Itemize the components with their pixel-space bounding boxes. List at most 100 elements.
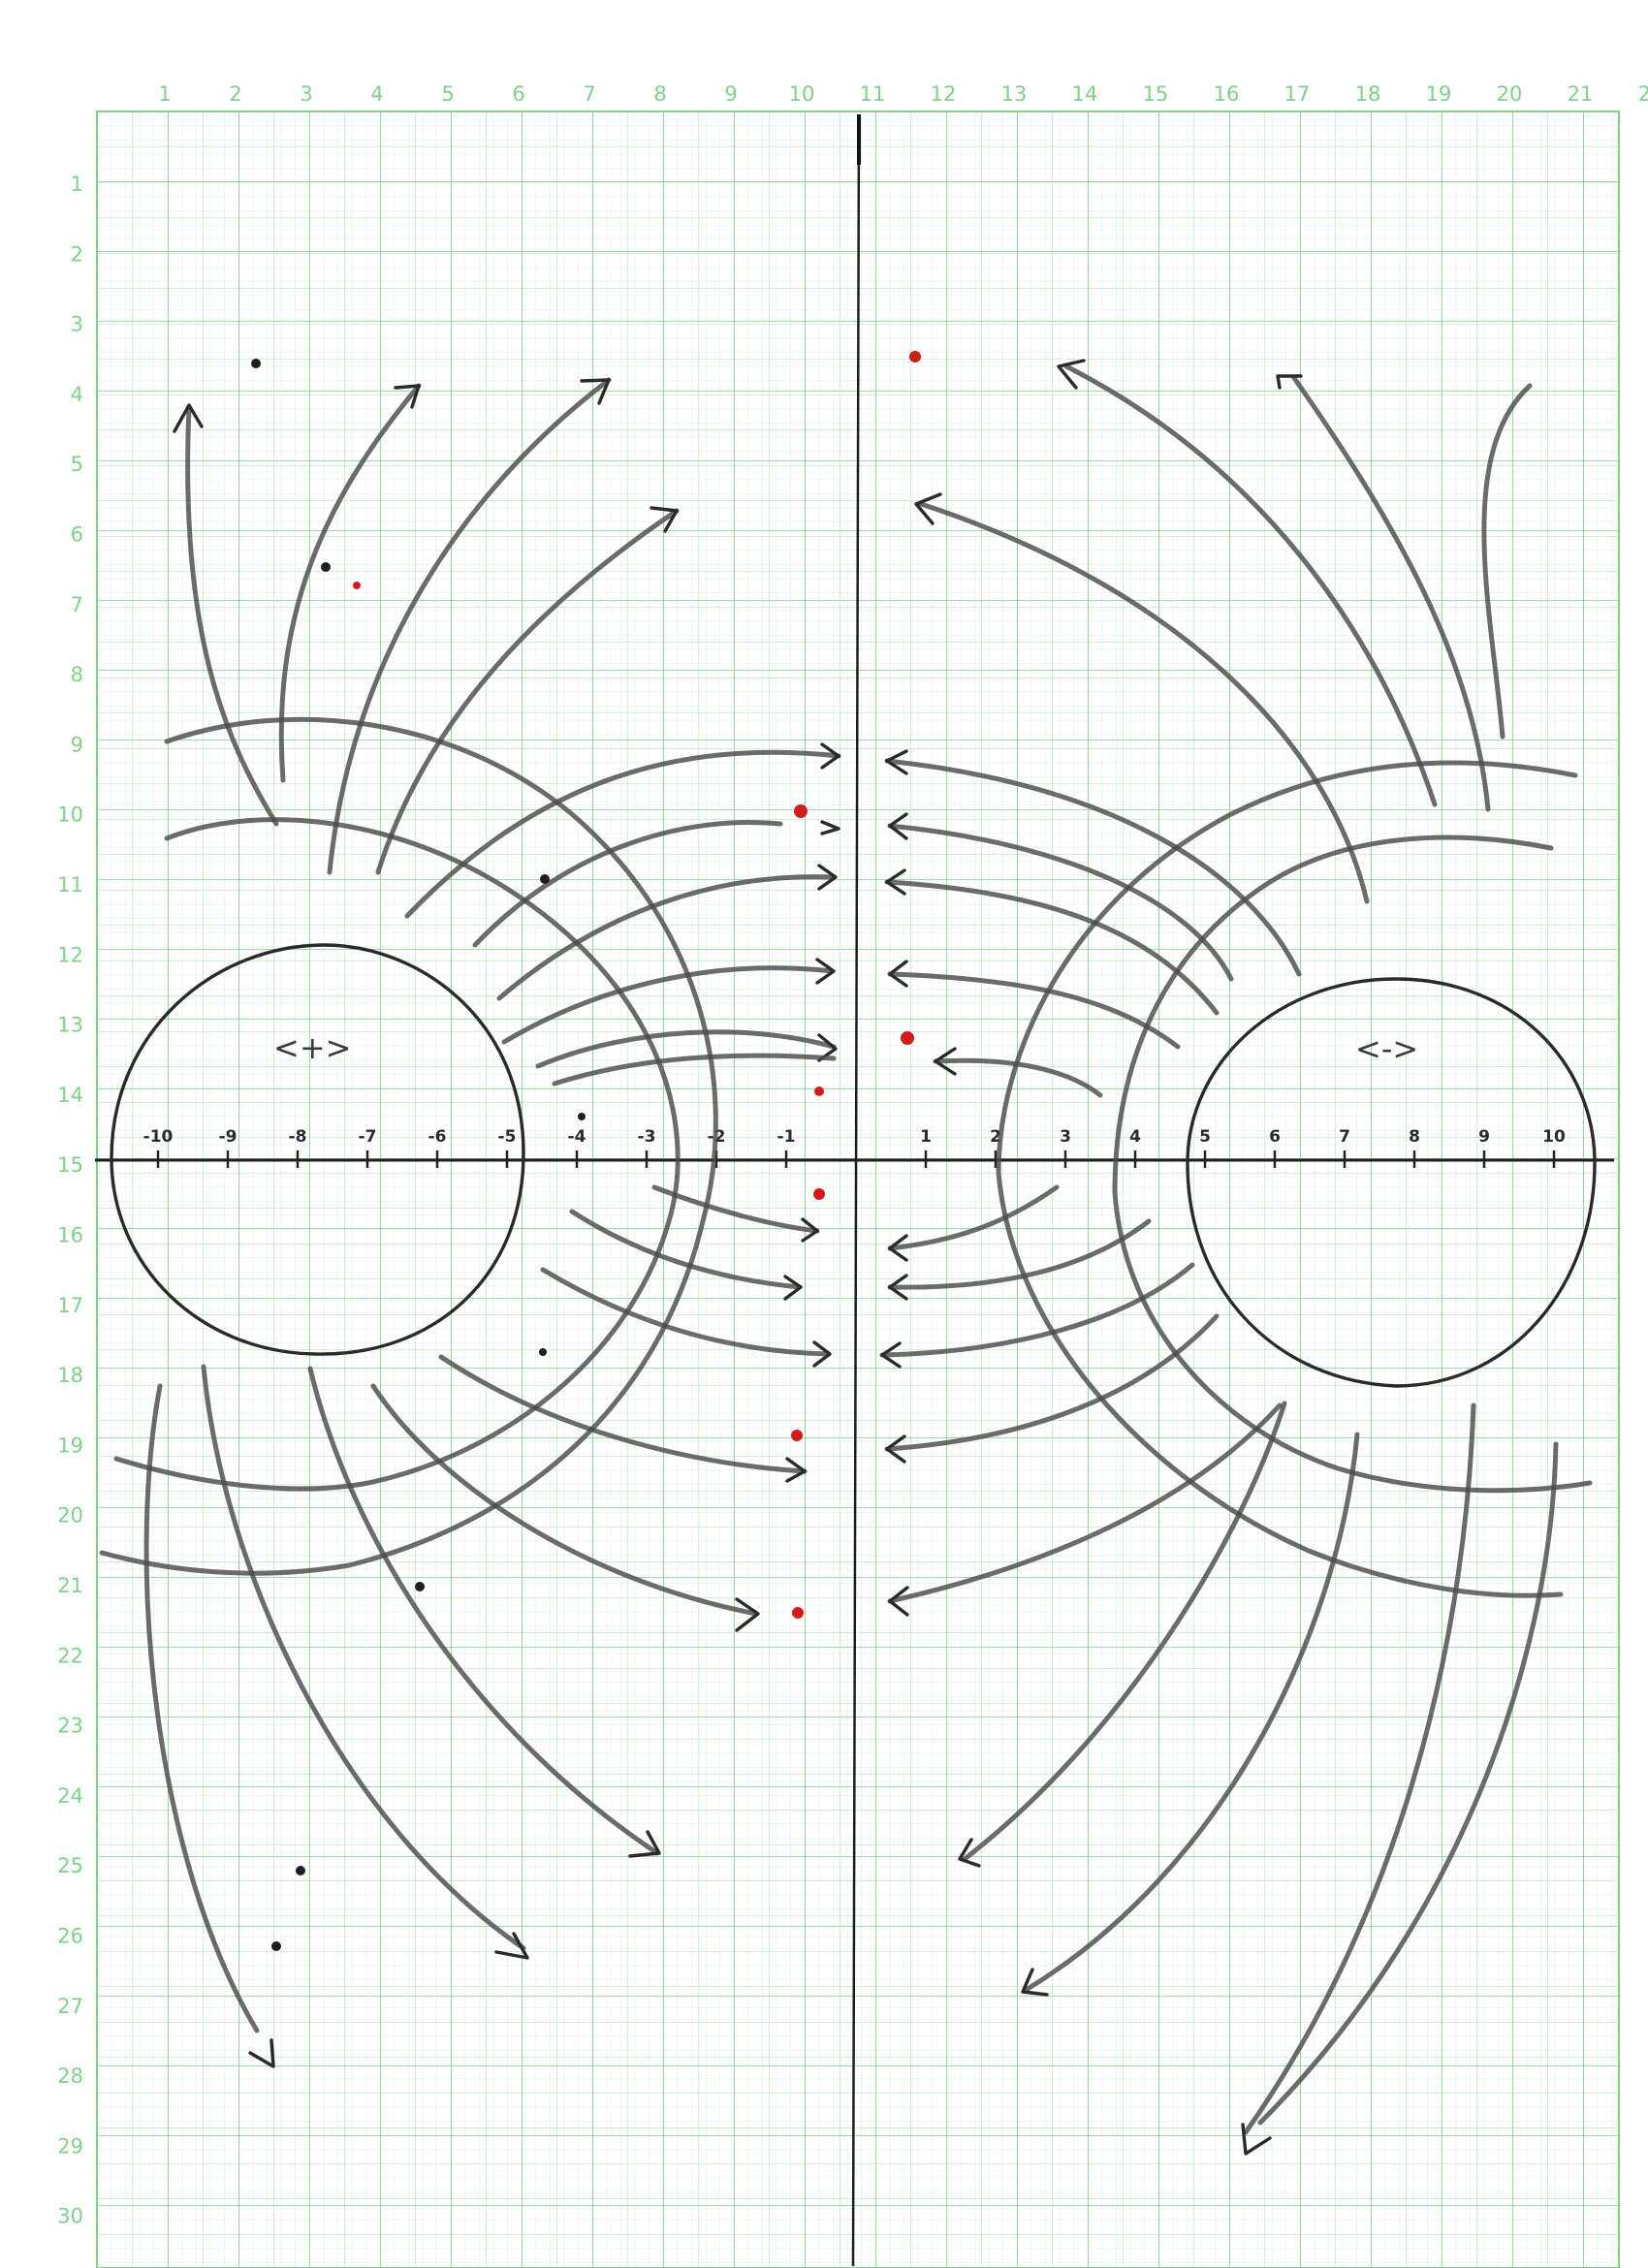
left-ruler-number: 22 [57, 1644, 83, 1667]
black-dot [296, 1866, 305, 1875]
field-line [569, 1209, 803, 1290]
field-line [540, 1267, 832, 1357]
top-ruler-number: 20 [1497, 82, 1523, 106]
field-line [888, 812, 908, 840]
field-line [375, 508, 680, 875]
red-dot [353, 582, 361, 589]
left-ruler-number: 10 [57, 803, 83, 827]
axis-tick-label: 4 [1129, 1127, 1141, 1147]
field-line [783, 1275, 803, 1301]
axis-tick-label: 2 [990, 1127, 1001, 1147]
field-line [887, 971, 1181, 1050]
field-line [1241, 2123, 1272, 2156]
field-line [887, 1402, 1283, 1604]
left-ruler-number: 9 [71, 733, 83, 756]
axis-tick-label: -4 [568, 1127, 586, 1147]
top-ruler-number: 15 [1143, 82, 1169, 106]
left-ruler-number: 13 [57, 1014, 83, 1037]
field-line [552, 1053, 837, 1087]
field-line [1025, 1432, 1360, 1992]
axis-tick-label: -1 [777, 1127, 796, 1147]
field-line [918, 501, 1370, 904]
left-ruler-number: 26 [57, 1925, 83, 1948]
pencil-dots [251, 359, 586, 1951]
left-ruler-number: 24 [57, 1784, 83, 1808]
field-line [884, 1313, 1220, 1452]
field-line [887, 1218, 1152, 1290]
coordinate-axes [95, 113, 1614, 2267]
axis-tick-label: 7 [1339, 1127, 1350, 1147]
left-ruler-number: 7 [71, 593, 83, 616]
field-line [785, 1457, 807, 1483]
field-line [1243, 1402, 1476, 2135]
left-ruler-number: 18 [57, 1364, 83, 1387]
field-line [879, 1262, 1195, 1358]
equipotential-lines-negative [996, 760, 1593, 1598]
field-line [278, 383, 422, 783]
axis-tick-label: -7 [359, 1127, 377, 1147]
field-line [888, 960, 908, 988]
field-line [650, 506, 679, 533]
field-line [370, 1383, 759, 1617]
left-ruler-number: 12 [57, 943, 83, 966]
field-line [1057, 359, 1086, 390]
top-ruler-number: 18 [1355, 82, 1381, 106]
field-line [143, 1383, 260, 2033]
field-line [1021, 1968, 1049, 1997]
field-line [327, 377, 612, 875]
left-ruler-number: 30 [57, 2205, 83, 2228]
field-line [884, 879, 1220, 1016]
field-line [885, 868, 906, 896]
axis-tick-label: -5 [498, 1127, 517, 1147]
axis-tick-label: 10 [1542, 1127, 1566, 1147]
positive-charge: <+> [110, 943, 525, 1356]
axis-tick-label: 6 [1269, 1127, 1281, 1147]
red-dots [353, 351, 921, 1619]
field-line [812, 1340, 832, 1368]
field-line [628, 1830, 661, 1858]
left-ruler-number: 28 [57, 2064, 83, 2088]
top-ruler-number: 14 [1072, 82, 1098, 106]
field-line [472, 820, 783, 948]
field-line [885, 1434, 906, 1464]
field-line [820, 742, 840, 770]
left-ruler-number: 2 [71, 242, 83, 266]
field-line [307, 1366, 660, 1856]
top-ruler-number: 5 [441, 82, 454, 106]
red-dot [791, 1430, 803, 1441]
positive-charge-label: <+> [273, 1029, 351, 1066]
left-ruler-number: 15 [57, 1153, 83, 1177]
field-line [1291, 375, 1491, 812]
top-ruler-number: 6 [512, 82, 524, 106]
field-line [394, 384, 421, 409]
field-line [817, 864, 838, 891]
top-ruler-number: 13 [1001, 82, 1028, 106]
axis-tick-label: 9 [1478, 1127, 1490, 1147]
vertical-axis [851, 113, 861, 2267]
top-ruler-number: 2 [229, 82, 241, 106]
axis-tick-label: -8 [289, 1127, 307, 1147]
left-ruler-number: 16 [57, 1224, 83, 1247]
field-line [501, 965, 835, 1045]
field-line [438, 1354, 808, 1474]
field-line [914, 492, 942, 525]
left-ruler-number: 8 [71, 663, 83, 686]
left-ruler-number: 21 [57, 1574, 83, 1597]
red-dot [814, 1087, 824, 1096]
field-line [815, 958, 836, 985]
field-line [651, 1184, 820, 1234]
field-line [934, 1047, 957, 1076]
top-ruler-number: 16 [1214, 82, 1240, 106]
left-ruler-number: 25 [57, 1854, 83, 1877]
equipotential-arc [996, 760, 1578, 1598]
top-ruler-number: 21 [1568, 82, 1594, 106]
red-dot [813, 1188, 825, 1200]
axis-tick-label: 5 [1199, 1127, 1211, 1147]
left-ruler-number: 14 [57, 1084, 83, 1107]
top-ruler-number: 19 [1426, 82, 1452, 106]
left-ruler-number: 19 [57, 1433, 83, 1457]
field-line [884, 758, 1302, 977]
top-ruler-number: 4 [370, 82, 383, 106]
